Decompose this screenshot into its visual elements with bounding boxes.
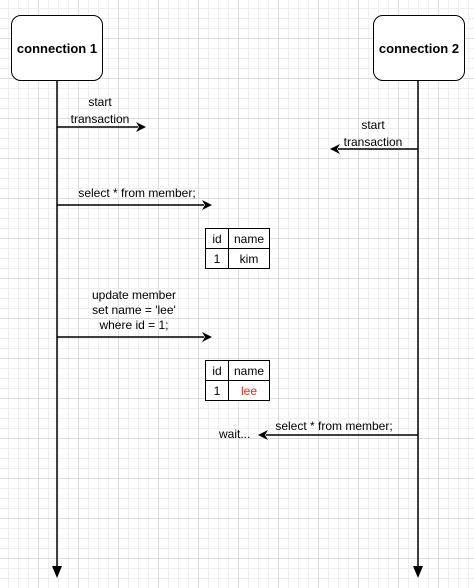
message-label-update: update member set name = 'lee' where id … — [75, 288, 193, 333]
result-table-2-header-id: id — [205, 360, 229, 381]
actor-connection-2-label: connection 2 — [378, 40, 460, 56]
message-label-update-line3: where id = 1; — [99, 318, 169, 332]
message-label-start-1: start transaction — [58, 95, 142, 127]
wait-note-text: wait... — [219, 427, 251, 441]
result-table-1-header-name: name — [228, 228, 270, 249]
result-table-2-cell-name: lee — [228, 380, 270, 401]
message-arrowhead-update — [202, 332, 212, 342]
result-table-1-cell-id: 1 — [205, 248, 229, 269]
result-table-1-row: 1 kim — [205, 248, 270, 269]
message-label-start-2: start transaction — [330, 118, 416, 150]
actor-connection-1-label: connection 1 — [16, 40, 98, 56]
message-label-start-1-line2: transaction — [70, 112, 130, 126]
message-label-select-1: select * from member; — [62, 186, 212, 201]
actor-connection-2: connection 2 — [373, 15, 465, 81]
lifeline-connection-1-arrowhead — [52, 566, 62, 578]
message-label-update-line1: update member — [91, 288, 177, 302]
message-arrowhead-select-1 — [202, 200, 212, 210]
message-label-update-line2: set name = 'lee' — [92, 303, 176, 317]
result-table-2-cell-id: 1 — [205, 380, 229, 401]
result-table-2-row: 1 lee — [205, 380, 270, 401]
message-label-select-1-line1: select * from member; — [78, 186, 196, 200]
message-arrowhead-start-2 — [330, 144, 340, 154]
result-table-2-header-row: id name — [205, 360, 270, 381]
lifeline-connection-2-arrowhead — [413, 566, 423, 578]
result-table-2: id name 1 lee — [205, 360, 270, 401]
result-table-1-header-id: id — [205, 228, 229, 249]
result-table-2-header-name: name — [228, 360, 270, 381]
message-label-start-1-line1: start — [88, 95, 112, 109]
wait-note: wait... — [219, 427, 250, 442]
result-table-1-cell-name: kim — [228, 248, 270, 269]
result-table-1-header-row: id name — [205, 228, 270, 249]
message-label-start-2-line1: start — [361, 118, 385, 132]
message-label-select-2-line1: select * from member; — [275, 419, 393, 433]
message-label-start-2-line2: transaction — [343, 135, 403, 149]
actor-connection-1: connection 1 — [11, 15, 103, 81]
message-arrowhead-start-1 — [136, 122, 146, 132]
message-label-select-2: select * from member; — [264, 419, 404, 434]
message-arrowhead-select-2 — [258, 430, 268, 440]
result-table-1: id name 1 kim — [205, 228, 270, 269]
